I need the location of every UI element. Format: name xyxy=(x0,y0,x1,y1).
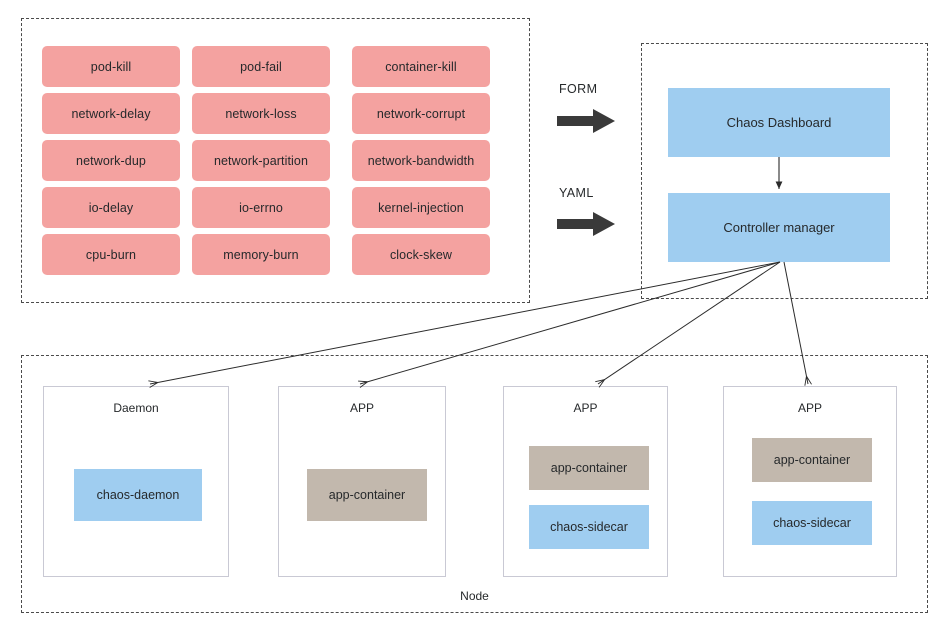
experiment-chip-container-kill[interactable]: container-kill xyxy=(352,46,490,87)
right-arrow-icon xyxy=(557,212,615,236)
pod-title: Daemon xyxy=(113,401,159,415)
pod-title: APP xyxy=(797,401,822,415)
pod-title: APP xyxy=(573,401,598,415)
pod-app-2[interactable]: APP app-container chaos-sidecar xyxy=(503,386,668,577)
experiment-chip-network-loss[interactable]: network-loss xyxy=(192,93,330,134)
experiment-chip-io-delay[interactable]: io-delay xyxy=(42,187,180,228)
experiment-chip-kernel-injection[interactable]: kernel-injection xyxy=(352,187,490,228)
experiment-chip-clock-skew[interactable]: clock-skew xyxy=(352,234,490,275)
controller-manager-block[interactable]: Controller manager xyxy=(668,193,890,262)
ingress-label-form: FORM xyxy=(559,82,598,96)
container-chaos-sidecar[interactable]: chaos-sidecar xyxy=(752,501,872,545)
right-arrow-icon xyxy=(557,109,615,133)
experiment-chip-network-dup[interactable]: network-dup xyxy=(42,140,180,181)
experiment-chip-network-bandwidth[interactable]: network-bandwidth xyxy=(352,140,490,181)
pod-title: APP xyxy=(349,401,374,415)
experiment-chip-network-partition[interactable]: network-partition xyxy=(192,140,330,181)
chaos-dashboard-block[interactable]: Chaos Dashboard xyxy=(668,88,890,157)
container-app-container[interactable]: app-container xyxy=(307,469,427,521)
experiment-chip-io-errno[interactable]: io-errno xyxy=(192,187,330,228)
experiment-chip-pod-kill[interactable]: pod-kill xyxy=(42,46,180,87)
container-app-container[interactable]: app-container xyxy=(529,446,649,490)
pod-app-1[interactable]: APP app-container xyxy=(278,386,446,577)
pod-daemon[interactable]: Daemon chaos-daemon xyxy=(43,386,229,577)
experiment-chip-network-delay[interactable]: network-delay xyxy=(42,93,180,134)
experiment-chip-cpu-burn[interactable]: cpu-burn xyxy=(42,234,180,275)
experiment-chip-memory-burn[interactable]: memory-burn xyxy=(192,234,330,275)
node-label: Node xyxy=(460,589,489,603)
ingress-label-yaml: YAML xyxy=(559,186,594,200)
pod-app-3[interactable]: APP app-container chaos-sidecar xyxy=(723,386,897,577)
experiment-chip-network-corrupt[interactable]: network-corrupt xyxy=(352,93,490,134)
container-chaos-daemon[interactable]: chaos-daemon xyxy=(74,469,202,521)
container-chaos-sidecar[interactable]: chaos-sidecar xyxy=(529,505,649,549)
experiment-chip-pod-fail[interactable]: pod-fail xyxy=(192,46,330,87)
container-app-container[interactable]: app-container xyxy=(752,438,872,482)
